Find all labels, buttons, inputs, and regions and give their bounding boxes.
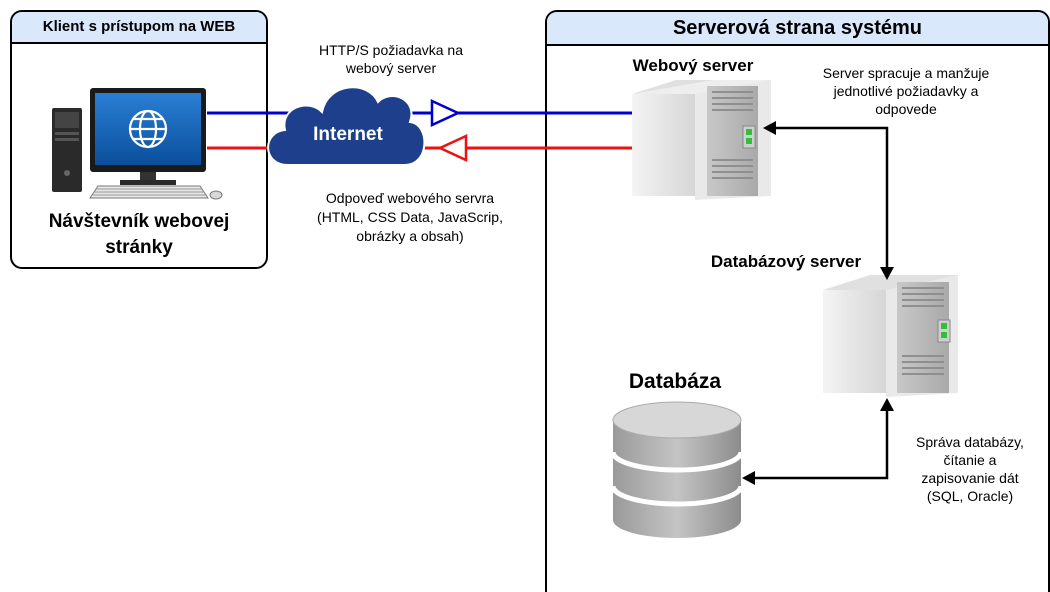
database-server-icon (823, 275, 958, 397)
database-desc-line1: Správa databázy, (916, 434, 1024, 450)
web-server-desc-line2: jednotlivé požiadavky a (833, 83, 979, 99)
response-label-line2: (HTML, CSS Data, JavaScrip, (317, 209, 503, 225)
visitor-label-line1: Návštevník webovej (48, 211, 230, 232)
web-server-desc-line1: Server spracuje a manžuje (822, 65, 990, 81)
web-server-icon (632, 80, 771, 200)
response-label-line1: Odpoveď webového servra (325, 190, 495, 206)
db-server-title: Databázový server (710, 252, 862, 271)
database-desc-line3: zapisovanie dát (921, 470, 1019, 486)
request-label-line2: webový server (345, 60, 437, 76)
internet-cloud-icon (267, 86, 426, 166)
webserver-dbserver-connector (763, 121, 894, 280)
computer-tower-icon (52, 108, 82, 192)
visitor-label-line2: stránky (105, 237, 173, 258)
response-label-line3: obrázky a obsah) (356, 228, 464, 244)
monitor-icon (90, 88, 206, 185)
client-panel-title: Klient s prístupom na WEB (12, 12, 266, 44)
database-title: Databáza (628, 370, 722, 393)
mouse-icon (209, 190, 223, 200)
globe-icon (128, 109, 168, 149)
request-arrow (207, 99, 632, 127)
database-cylinder-icon (610, 401, 744, 538)
dbserver-database-connector (742, 398, 894, 485)
database-desc-line4: (SQL, Oracle) (926, 488, 1014, 504)
internet-label: Internet (313, 124, 383, 145)
keyboard-icon (89, 185, 209, 199)
request-label-line1: HTTP/S požiadavka na (319, 42, 463, 58)
server-panel-title: Serverová strana systému (547, 12, 1048, 46)
web-server-desc-line3: odpovede (875, 101, 937, 117)
database-desc-line2: čítanie a (943, 452, 997, 468)
web-server-title: Webový server (632, 56, 754, 75)
